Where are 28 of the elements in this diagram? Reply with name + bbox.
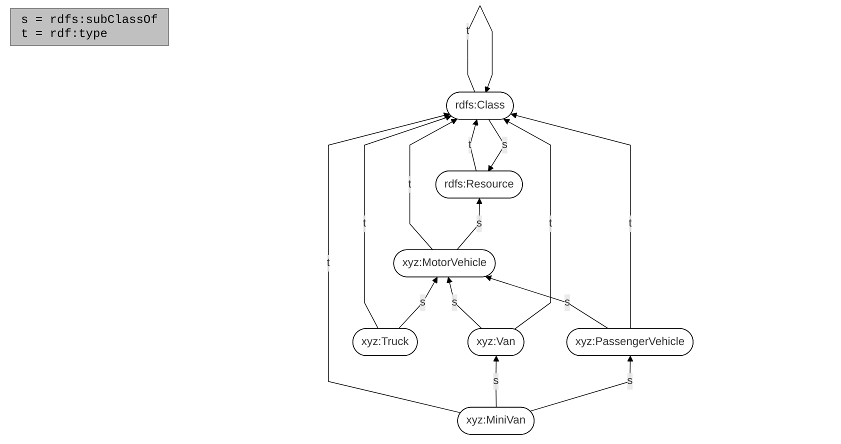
key-text: s = rdfs:subClassOf [21,13,158,27]
edge-label: t [408,178,412,190]
edge-label: t [326,257,330,269]
arrow [456,198,482,250]
arrow [485,275,610,330]
arrow [446,276,482,330]
edge-label: t [628,218,632,230]
key-text: t = rdf:type [21,27,108,41]
arrow [328,112,462,414]
edge-label: s [564,296,570,308]
arrow [364,114,452,330]
edge-label: s [502,138,508,151]
edge-label: t [549,218,552,230]
edge-label: t [362,218,366,230]
edge-label: s [452,296,458,308]
edge-label: s [627,375,633,388]
arrow [504,118,551,330]
arrow [510,112,631,330]
edge-label: s [493,375,499,388]
edge-label: s [476,218,482,230]
edge-label: t [466,25,470,37]
arrow [493,356,500,408]
arrow [467,5,493,93]
arrow [530,356,634,412]
edge-label: t [468,138,472,151]
edge-label: s [420,296,426,308]
arrow [398,276,438,330]
arrow [409,118,458,250]
